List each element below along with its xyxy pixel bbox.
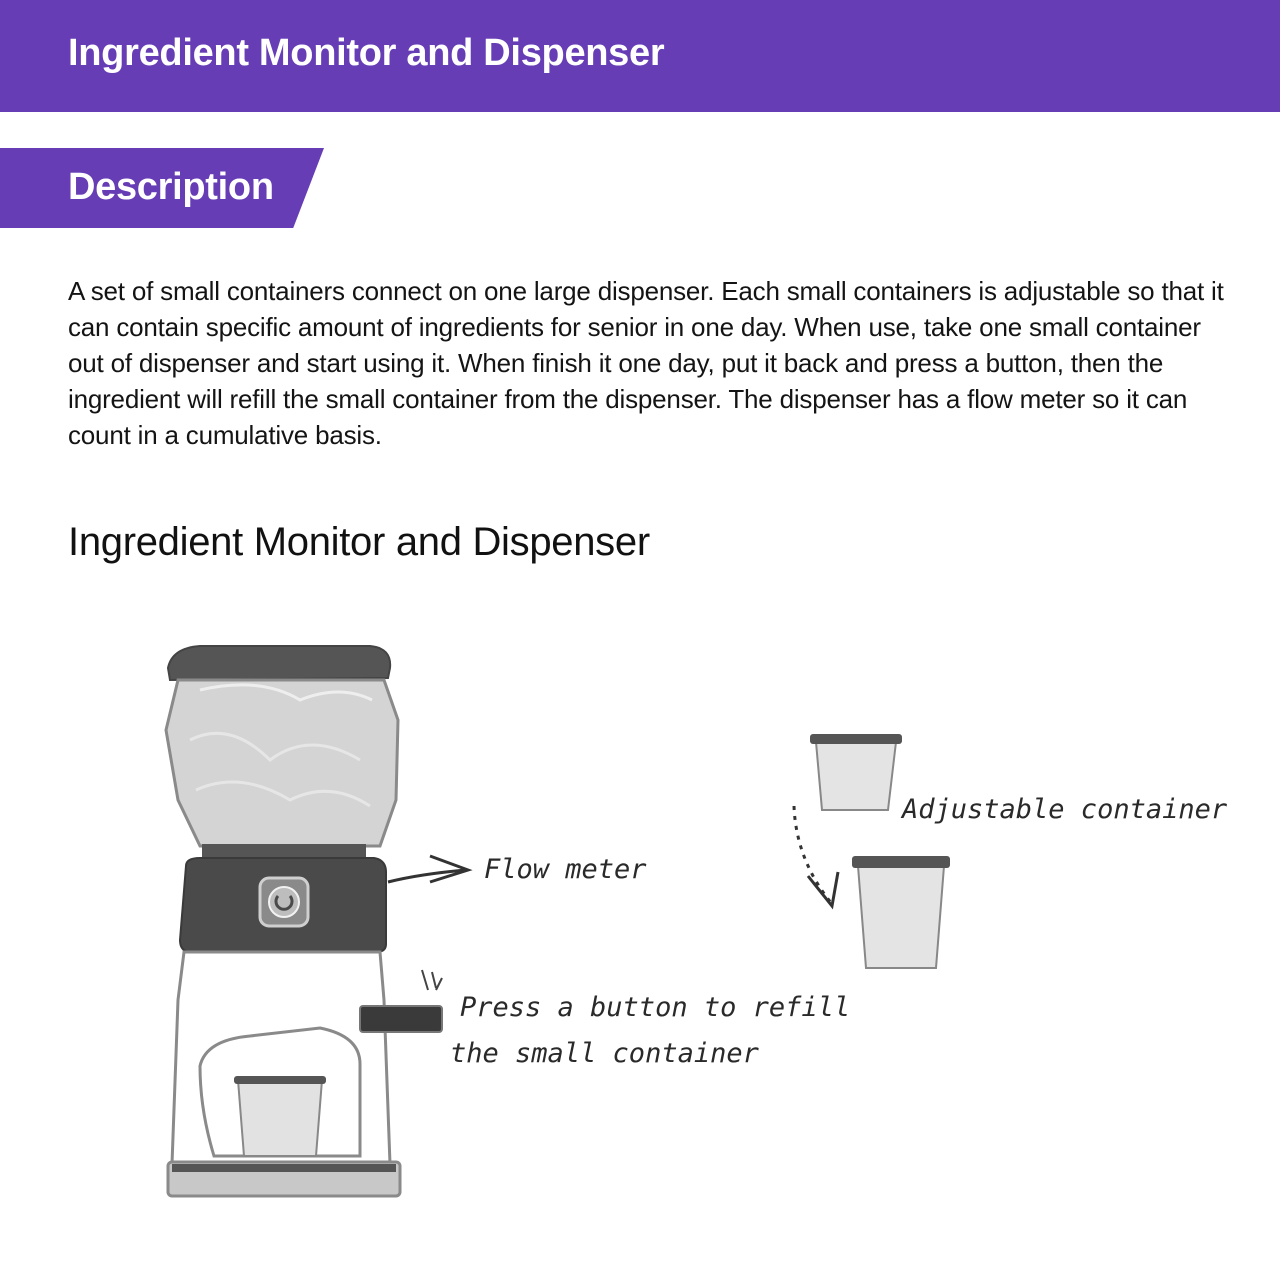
section-title: Description — [68, 166, 274, 208]
figure-title: Ingredient Monitor and Dispenser — [68, 520, 650, 564]
inner-small-cup — [236, 1079, 324, 1157]
adjustable-container-label: Adjustable container — [900, 794, 1228, 825]
press-button-label-line1: Press a button to refill — [460, 992, 850, 1023]
hopper — [164, 678, 400, 848]
header-bar: Ingredient Monitor and Dispenser — [0, 0, 1280, 112]
adjustable-container-large — [852, 856, 950, 969]
dispenser-machine — [164, 645, 402, 1198]
page-title: Ingredient Monitor and Dispenser — [68, 32, 665, 74]
flow-meter-label: Flow meter — [484, 854, 647, 885]
dispenser-illustration: Flow meter Adjustable container Press a … — [0, 600, 1280, 1240]
description-text: A set of small containers connect on one… — [68, 276, 1224, 450]
refill-button-icon — [359, 969, 443, 1033]
container-arrow-icon — [792, 805, 840, 910]
flow-meter-arrow-icon — [387, 854, 473, 884]
section-tab: Description — [0, 148, 324, 228]
adjustable-container-small — [810, 734, 902, 811]
press-button-label-line2: the small container — [450, 1038, 760, 1069]
